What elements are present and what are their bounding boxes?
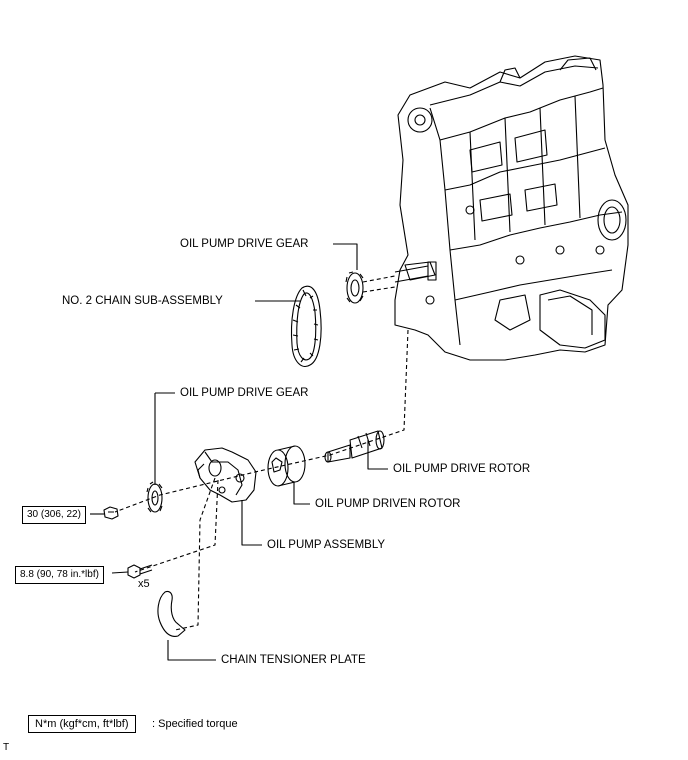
label-oil-pump-driven-rotor: OIL PUMP DRIVEN ROTOR [315, 498, 461, 510]
torque-box-bolt: 8.8 (90, 78 in.*lbf) [15, 566, 104, 584]
label-oil-pump-drive-gear-upper: OIL PUMP DRIVE GEAR [180, 238, 309, 250]
bolt-illustration [127, 564, 153, 579]
upper-drive-gear-illustration [345, 271, 364, 304]
label-oil-pump-assembly: OIL PUMP ASSEMBLY [267, 539, 386, 551]
engine-block-illustration [394, 55, 629, 361]
corner-mark: T [3, 742, 10, 753]
label-oil-pump-drive-rotor: OIL PUMP DRIVE ROTOR [393, 463, 531, 475]
oil-pump-drive-rotor-illustration [324, 430, 385, 463]
legend-torque-unit-box: N*m (kgf*cm, ft*lbf) [28, 715, 136, 733]
torque-box-nut: 30 (306, 22) [22, 506, 86, 524]
label-oil-pump-drive-gear-lower: OIL PUMP DRIVE GEAR [180, 387, 309, 399]
legend-specified-torque-text: : Specified torque [152, 718, 238, 730]
label-chain-tensioner-plate: CHAIN TENSIONER PLATE [221, 654, 366, 666]
chain-tensioner-plate-illustration [157, 590, 186, 637]
bolt-quantity: x5 [138, 578, 150, 590]
no2-chain-illustration [290, 285, 322, 367]
oil-pump-assembly-illustration [194, 447, 257, 503]
nut-illustration [103, 506, 119, 520]
label-no2-chain-sub-assembly: NO. 2 CHAIN SUB-ASSEMBLY [62, 295, 223, 307]
oil-pump-driven-rotor-illustration [267, 445, 306, 487]
